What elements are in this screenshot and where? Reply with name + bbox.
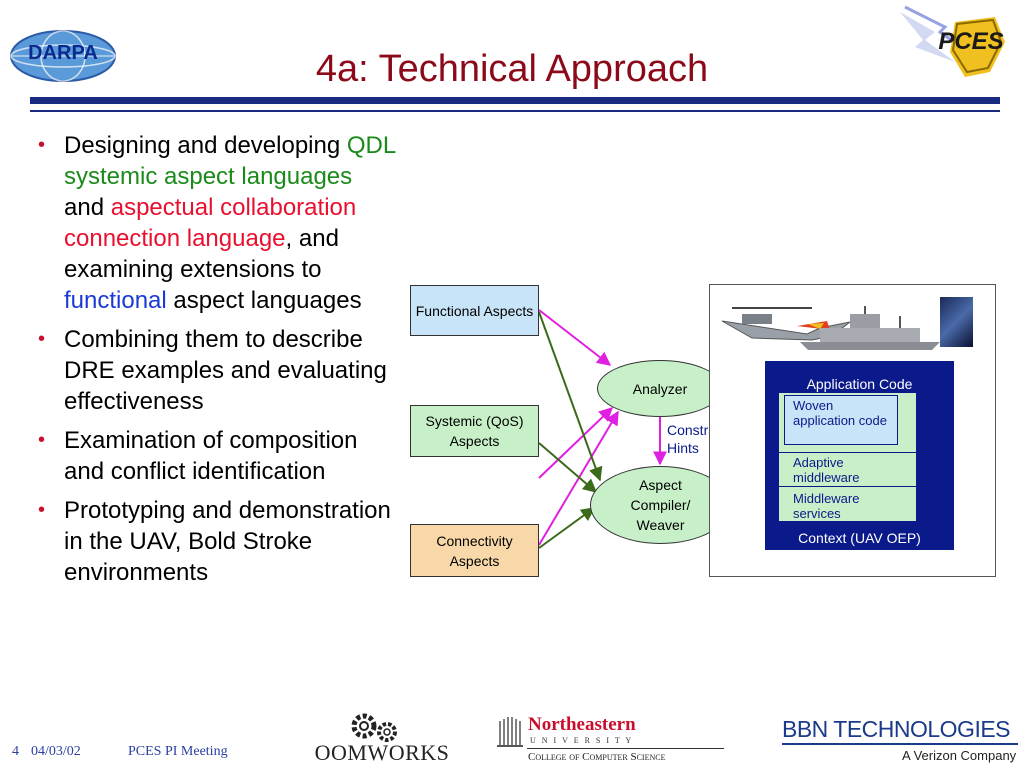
middleware-services-label: Middleware services <box>793 491 860 521</box>
header-rule-thin <box>30 110 1000 112</box>
ship-icon <box>800 306 940 350</box>
bullet-text-part: Designing and developing <box>64 132 347 159</box>
northeastern-rule <box>527 748 724 749</box>
page-title: 4a: Technical Approach <box>315 48 709 90</box>
connectivity-aspects-box: Connectivity Aspects <box>410 524 539 577</box>
footer-date: 04/03/02 <box>31 744 81 759</box>
verizon-label: A Verizon Company <box>902 748 1017 763</box>
bullet-dot-icon: • <box>38 499 46 521</box>
woven-code-label: Woven application code <box>793 398 887 428</box>
college-label: College of Computer Science <box>528 751 666 763</box>
bullet-text-part: aspectual collaboration connection langu… <box>64 194 357 252</box>
bullet-text-part: aspect languages <box>166 287 362 314</box>
bullet-text-part: QDL systemic aspect languages <box>64 132 396 190</box>
functional-aspects-box: Functional Aspects <box>410 285 539 336</box>
bullet-item: • Prototyping and demonstration in the U… <box>38 495 398 588</box>
footer-meeting: PCES PI Meeting <box>128 744 228 759</box>
arrow-connectivity-analyzer <box>538 410 619 546</box>
pces-logo-text: PCES <box>938 28 1004 55</box>
analyzer-node: Analyzer <box>597 360 723 417</box>
header-rule-thick <box>30 97 1000 104</box>
bullet-dot-icon: • <box>38 134 46 156</box>
darpa-logo-text: DARPA <box>28 42 98 64</box>
arrow-functional-analyzer <box>538 309 612 366</box>
slide-number: 4 <box>12 744 19 759</box>
aspect-compiler-node: Aspect Compiler/ Weaver <box>590 466 731 544</box>
northeastern-emblem-icon <box>497 715 523 749</box>
northeastern-university: U N I V E R S I T Y <box>530 736 634 745</box>
bullet-item: • Designing and developing QDL systemic … <box>38 130 398 316</box>
gears-icon <box>350 712 400 746</box>
pces-logo: PCES <box>895 2 1010 90</box>
bullet-dot-icon: • <box>38 328 46 350</box>
context-label: Context (UAV OEP) <box>798 530 921 546</box>
uav-helicopter-icon <box>712 296 862 352</box>
bullet-text-part: functional <box>64 287 167 314</box>
operator-photo-icon <box>940 297 973 347</box>
adaptive-middleware-label: Adaptive middleware <box>793 455 860 485</box>
bullet-text-part: and <box>64 194 111 221</box>
arrow-systemic-compiler <box>538 442 598 493</box>
woven-code-box <box>784 395 898 445</box>
northeastern-logo: Northeastern <box>528 714 636 735</box>
bullet-item: • Combining them to describe DRE example… <box>38 324 398 417</box>
systemic-aspects-box: Systemic (QoS) Aspects <box>410 405 539 457</box>
bbn-rule <box>782 743 1018 745</box>
arrow-connectivity-compiler <box>538 507 596 549</box>
darpa-logo: DARPA <box>8 28 118 84</box>
application-code-label: Application Code <box>806 376 913 392</box>
bullet-text-part: Examination of composition and conflict … <box>64 427 358 485</box>
bullet-text-part: Combining them to describe DRE examples … <box>64 326 387 415</box>
bullet-text-part: , and examining extensions to <box>64 225 339 283</box>
adaptive-middleware-box <box>779 452 916 487</box>
bbn-logo: BBN TECHNOLOGIES <box>782 716 1011 742</box>
bullet-text-part: Prototyping and demonstration in the UAV… <box>64 497 391 586</box>
arrow-functional-compiler <box>538 311 603 482</box>
bullet-dot-icon: • <box>38 429 46 451</box>
oomworks-logo: OOMWORKS <box>314 740 450 765</box>
bullet-item: • Examination of composition and conflic… <box>38 425 398 487</box>
bullet-list: • Designing and developing QDL systemic … <box>38 130 398 596</box>
arrow-systemic-analyzer <box>538 407 614 479</box>
